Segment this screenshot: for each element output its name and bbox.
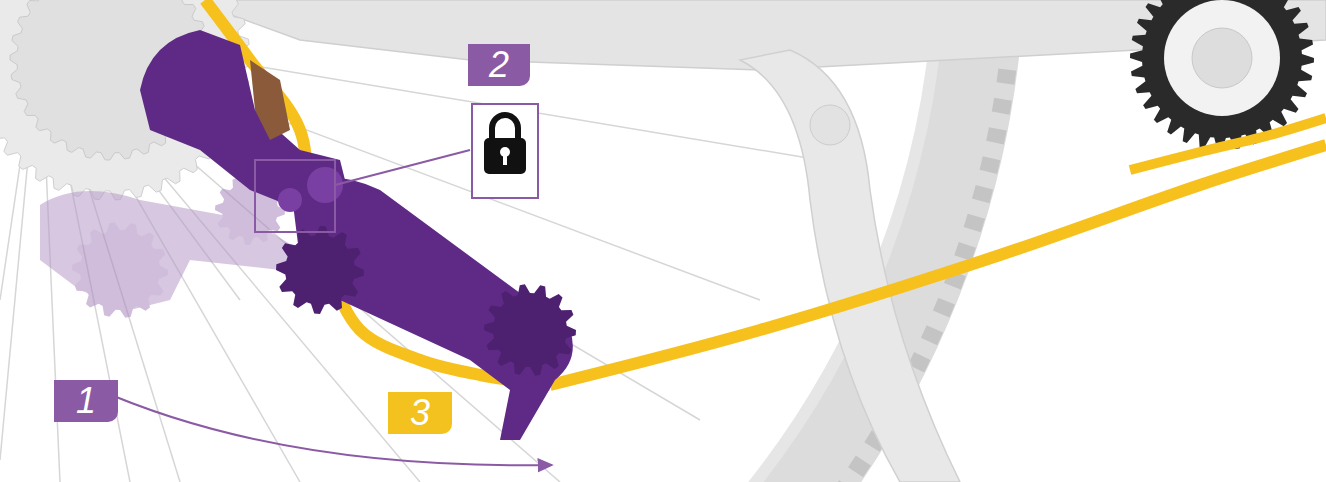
tire-tread: [0, 0, 1015, 482]
callout-number: 3: [410, 395, 430, 431]
lock-keyhole-slot: [503, 154, 507, 165]
derailleur-body: [140, 30, 350, 210]
upper-pulley: [276, 226, 364, 314]
derailleur-knuckle: [250, 60, 290, 140]
callout-box: 2: [468, 44, 530, 86]
lock-body: [484, 138, 526, 174]
lock-box: [472, 104, 538, 198]
derailleur: [140, 30, 576, 440]
crank: [1192, 28, 1252, 88]
lower-pulley: [484, 284, 576, 375]
callout-number: 2: [489, 47, 509, 83]
rotation-arrow: [95, 388, 552, 465]
ghost-derailleur: [40, 175, 300, 318]
chain-lower: [550, 145, 1326, 385]
callout-box: 3: [388, 392, 452, 434]
callout-box: 1: [54, 380, 118, 422]
chainring-hole: [1164, 0, 1280, 116]
lock-shackle: [492, 115, 518, 140]
ghost-pulley: [72, 222, 168, 317]
annotation-marks: [95, 104, 552, 465]
leader-line: [335, 150, 470, 185]
callout-number: 1: [76, 383, 96, 419]
pivot-bolt-2: [278, 188, 302, 212]
pivot: [810, 105, 850, 145]
chain-ring-run: [1130, 118, 1326, 170]
tire-outer: [0, 0, 985, 482]
seatstay-link: [740, 50, 960, 482]
tire: [0, 0, 1015, 482]
pivot-highlight: [255, 160, 335, 232]
